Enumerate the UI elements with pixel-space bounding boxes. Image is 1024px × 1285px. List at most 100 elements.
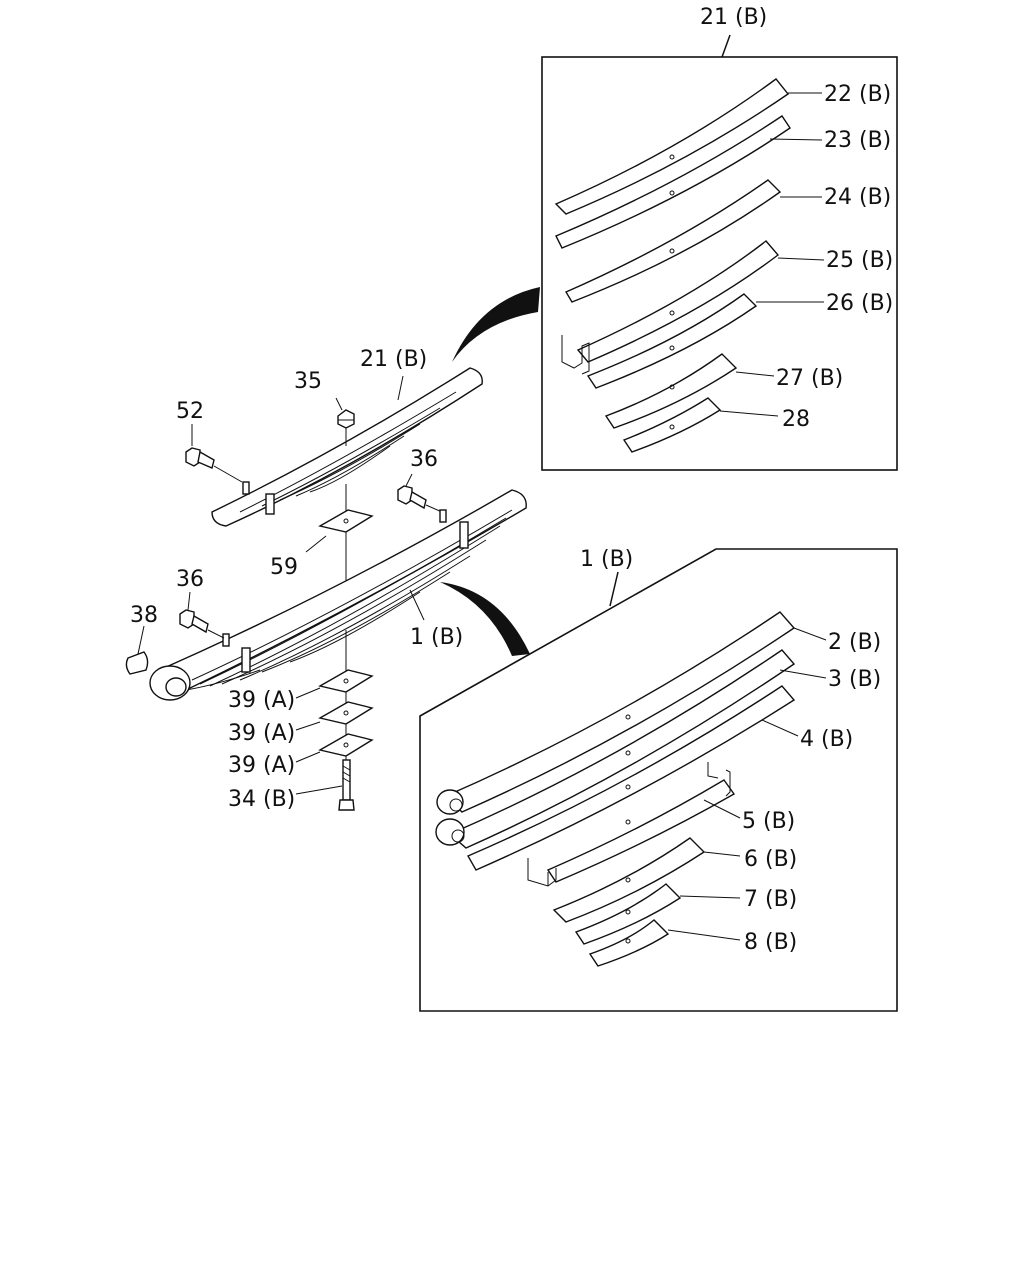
- label-23b: 23 (B): [824, 128, 891, 153]
- detail-frame-21b: [541, 56, 898, 471]
- helper-leaf-line: [261, 407, 441, 507]
- detail-box-21b: 21 (B) 22 (B) 23 (B) 24 (B) 25 (B) 26 (B…: [541, 5, 898, 471]
- label-5b: 5 (B): [742, 809, 795, 834]
- label-36-upper: 36: [410, 447, 438, 472]
- leader-39a-1: [295, 687, 321, 699]
- label-24b: 24 (B): [824, 185, 891, 210]
- leader-38: [137, 625, 145, 655]
- leaf-5b: [546, 779, 736, 883]
- shim-plate: [318, 669, 374, 693]
- label-52: 52: [176, 399, 204, 424]
- main-spring-top-leaf: [162, 489, 527, 691]
- spacer-hole: [343, 518, 349, 524]
- main-leaf-line: [289, 591, 421, 663]
- leader-4b: [761, 719, 799, 737]
- label-26b: 26 (B): [826, 291, 893, 316]
- label-38: 38: [130, 603, 158, 628]
- label-39a-2: 39 (A): [228, 721, 295, 746]
- main-clip: [459, 521, 469, 549]
- center-hole: [669, 310, 675, 316]
- callout-arrow-1b: [440, 582, 530, 656]
- leaf-eye-bore: [451, 829, 465, 843]
- label-27b: 27 (B): [776, 366, 843, 391]
- bolt-52: 52: [176, 399, 243, 483]
- center-hole: [625, 877, 631, 883]
- leader-7b: [679, 895, 741, 899]
- main-leaf-line: [239, 555, 471, 681]
- label-4b: 4 (B): [800, 727, 853, 752]
- label-59: 59: [270, 555, 298, 580]
- leader-39a-3: [295, 751, 321, 763]
- label-21b: 21 (B): [360, 347, 427, 372]
- label-35: 35: [294, 369, 322, 394]
- leader-27b: [735, 371, 775, 377]
- main-clip-small: [222, 633, 230, 647]
- helper-leaf-line: [309, 445, 391, 493]
- bolt-36-lower: 36: [176, 567, 225, 639]
- leader-5b: [703, 799, 741, 819]
- bolt-head-icon: [397, 485, 413, 505]
- detail-box-1b: 1 (B) 2 (B) 3 (B) 4 (B) 5 (B) 6 (B): [419, 547, 898, 1012]
- callout-arrow-21b: [452, 287, 540, 362]
- helper-leaf-line: [279, 423, 421, 501]
- spring-eye-bore: [165, 677, 187, 697]
- leader-25b: [777, 257, 825, 261]
- leader-23b: [769, 138, 823, 141]
- leaf-27b: [604, 353, 738, 429]
- leader-1b: [409, 589, 425, 621]
- bushing-38: 38: [125, 603, 158, 675]
- leaf-eye: [436, 789, 464, 815]
- leaf-23b: [555, 115, 791, 249]
- center-hole: [625, 938, 631, 944]
- nut-35: 35: [294, 369, 355, 446]
- shim-39a-1: 39 (A): [228, 669, 374, 713]
- helper-leaf-line: [239, 391, 457, 513]
- shim-hole: [343, 678, 349, 684]
- spacer-plate: [318, 509, 374, 533]
- shim-hole: [343, 710, 349, 716]
- center-hole: [625, 784, 631, 790]
- leader-35: [335, 397, 343, 411]
- leaf-eye-bore: [449, 798, 463, 812]
- helper-clip-small: [242, 481, 250, 495]
- bolt-36-upper: 36: [397, 447, 443, 513]
- label-39a-3: 39 (A): [228, 753, 295, 778]
- shim-hole: [343, 742, 349, 748]
- leader-39a-2: [295, 721, 321, 731]
- center-hole: [669, 248, 675, 254]
- helper-spring-assy: 21 (B): [211, 347, 483, 527]
- label-39a-1: 39 (A): [228, 688, 295, 713]
- center-hole: [625, 750, 631, 756]
- leader-36-lower: [187, 591, 191, 611]
- main-clip-small: [439, 509, 447, 523]
- label-1b-box: 1 (B): [580, 547, 633, 572]
- label-8b: 8 (B): [744, 930, 797, 955]
- label-28: 28: [782, 407, 810, 432]
- leaf-3b: [448, 649, 796, 849]
- bolt-shank-icon: [197, 450, 215, 469]
- shim-plate: [318, 701, 374, 725]
- rebound-clip: [561, 335, 590, 375]
- leader-28: [719, 410, 779, 417]
- leader-1b-box: [609, 571, 619, 607]
- axis-line: [213, 465, 243, 483]
- center-hole: [625, 819, 631, 825]
- bolt-thread-icon: [342, 765, 351, 783]
- spacer-59: 59: [270, 509, 374, 580]
- main-spring-assy: 1 (B): [149, 489, 527, 701]
- shim-39a-3: 39 (A): [228, 733, 374, 778]
- bolt-shank-icon: [191, 614, 209, 634]
- leaf-eye: [435, 818, 465, 846]
- center-hole: [669, 154, 675, 160]
- leader-59: [305, 535, 327, 553]
- leaf-26b: [586, 293, 758, 389]
- bolt-shank-icon: [409, 490, 427, 510]
- bolt-head-icon: [338, 799, 355, 811]
- center-hole: [669, 345, 675, 351]
- leaf-22b: [554, 78, 790, 215]
- leader-36-upper: [405, 473, 413, 487]
- helper-clip: [265, 493, 275, 515]
- center-hole: [669, 190, 675, 196]
